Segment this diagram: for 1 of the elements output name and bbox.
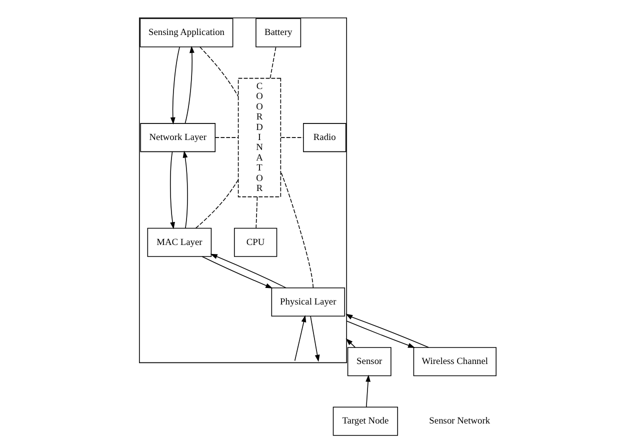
label: Sensor Network xyxy=(429,416,490,427)
